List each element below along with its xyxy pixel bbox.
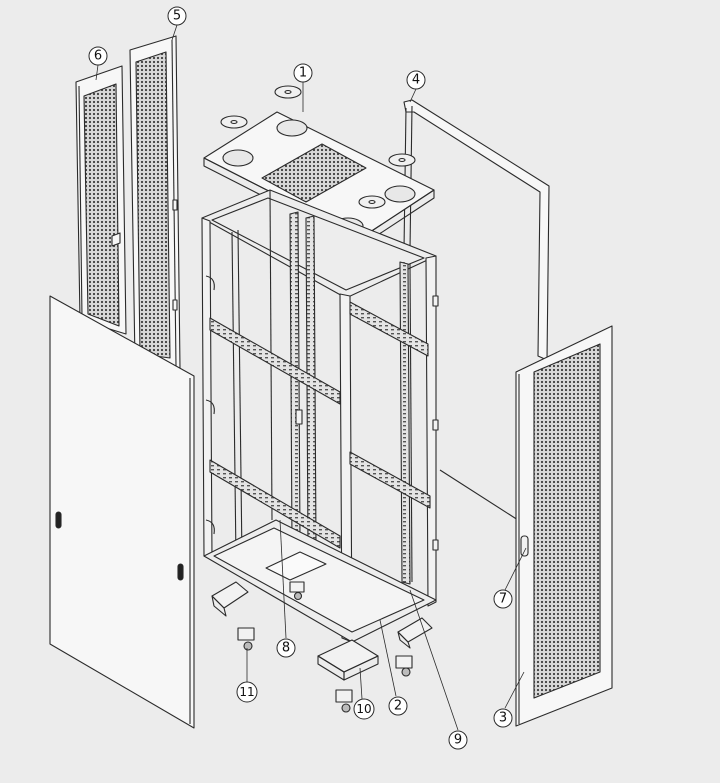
callout-11-label: 11 bbox=[239, 685, 254, 699]
callout-7: 7 bbox=[493, 589, 513, 609]
callout-1-label: 1 bbox=[299, 66, 307, 81]
callout-8-label: 8 bbox=[282, 641, 290, 656]
callout-5-label: 5 bbox=[173, 9, 181, 24]
base-bracket bbox=[211, 581, 433, 681]
callout-10: 10 bbox=[353, 698, 375, 720]
callout-1: 1 bbox=[293, 63, 313, 83]
front-door bbox=[515, 325, 613, 727]
callout-10-label: 10 bbox=[356, 702, 371, 716]
callout-labels: 1 2 3 4 5 6 7 8 bbox=[88, 6, 513, 750]
callout-11: 11 bbox=[236, 681, 258, 703]
cabinet-frame bbox=[201, 189, 439, 643]
callout-8: 8 bbox=[276, 638, 296, 658]
callout-4-label: 4 bbox=[412, 73, 420, 88]
callout-3-label: 3 bbox=[499, 711, 507, 726]
callout-9: 9 bbox=[448, 730, 468, 750]
callout-7-label: 7 bbox=[499, 592, 507, 607]
callout-5: 5 bbox=[167, 6, 187, 26]
leader-lines bbox=[95, 24, 527, 731]
callout-2-label: 2 bbox=[394, 699, 402, 714]
callout-9-label: 9 bbox=[454, 733, 462, 748]
callout-2: 2 bbox=[388, 696, 408, 716]
rear-door-right-leaf bbox=[129, 35, 181, 369]
side-panel-left bbox=[49, 295, 195, 729]
rear-door-left-leaf bbox=[75, 65, 127, 335]
callout-6-label: 6 bbox=[94, 49, 102, 64]
callout-4: 4 bbox=[406, 70, 426, 90]
callout-6: 6 bbox=[88, 46, 108, 66]
callout-3: 3 bbox=[493, 708, 513, 728]
caster-wheel bbox=[237, 581, 413, 713]
